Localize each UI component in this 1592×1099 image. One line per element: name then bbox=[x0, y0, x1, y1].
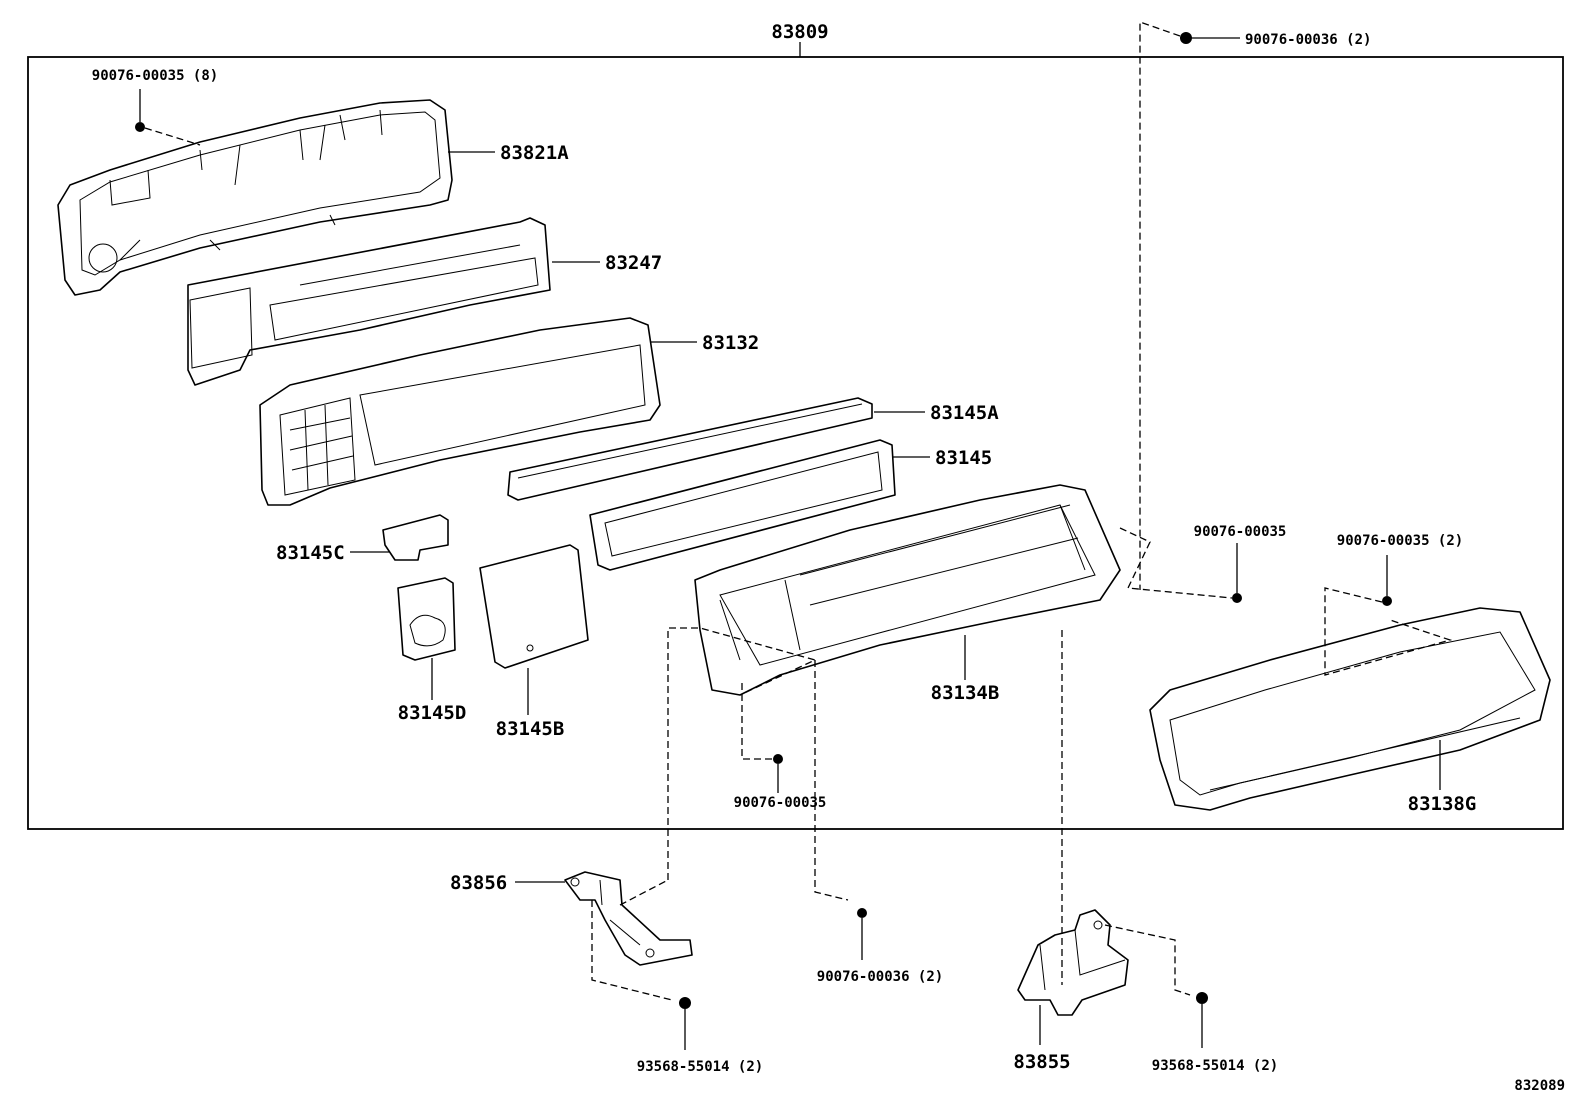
assembly-boundary bbox=[27, 56, 1564, 830]
label-screw-top-left: 90076-00035 (8) bbox=[92, 68, 218, 84]
label-assembly: 83809 bbox=[771, 21, 828, 43]
label-screw-mid-right2: 90076-00035 (2) bbox=[1337, 533, 1463, 549]
plate-c bbox=[382, 514, 449, 561]
label-bolt-right: 93568-55014 (2) bbox=[1152, 1058, 1278, 1074]
plate-a bbox=[507, 397, 873, 501]
label-plate-b: 83145B bbox=[496, 718, 565, 740]
screw-lower-mid-icon bbox=[857, 908, 867, 918]
plate-b bbox=[479, 544, 589, 669]
plate bbox=[589, 439, 896, 571]
label-back-cover: 83821A bbox=[500, 142, 569, 164]
label-hood: 83134B bbox=[931, 682, 1000, 704]
bracket-left bbox=[564, 871, 693, 966]
label-bolt-left: 93568-55014 (2) bbox=[637, 1059, 763, 1075]
label-screw-mid-right: 90076-00035 bbox=[1194, 524, 1287, 540]
label-bracket-right: 83855 bbox=[1013, 1051, 1070, 1073]
label-plate: 83145 bbox=[935, 447, 992, 469]
hood bbox=[694, 484, 1121, 696]
bolt-left-icon bbox=[679, 997, 691, 1009]
label-screw-lower-mid: 90076-00036 (2) bbox=[817, 969, 943, 985]
screw-mid-lower-icon bbox=[773, 754, 783, 764]
label-screw-mid-lower: 90076-00035 bbox=[734, 795, 827, 811]
label-dial-plate: 83247 bbox=[605, 252, 662, 274]
label-case: 83132 bbox=[702, 332, 759, 354]
label-figure-ref: 832089 bbox=[1514, 1078, 1565, 1094]
bracket-right bbox=[1017, 909, 1129, 1016]
screw-top-left-icon bbox=[135, 122, 145, 132]
screw-mid-right2-icon bbox=[1382, 596, 1392, 606]
label-bracket-left: 83856 bbox=[450, 872, 507, 894]
screw-mid-right-icon bbox=[1232, 593, 1242, 603]
label-screw-top-right: 90076-00036 (2) bbox=[1245, 32, 1371, 48]
bolt-right-icon bbox=[1196, 992, 1208, 1004]
back-cover bbox=[57, 99, 453, 296]
screw-top-right-icon bbox=[1180, 32, 1192, 44]
label-plate-a: 83145A bbox=[930, 402, 999, 424]
lens bbox=[1149, 607, 1551, 811]
plate-d bbox=[397, 577, 456, 661]
label-plate-c: 83145C bbox=[276, 542, 345, 564]
case bbox=[259, 317, 661, 506]
label-plate-d: 83145D bbox=[398, 702, 467, 724]
dial-plate bbox=[187, 217, 551, 386]
label-lens: 83138G bbox=[1408, 793, 1477, 815]
